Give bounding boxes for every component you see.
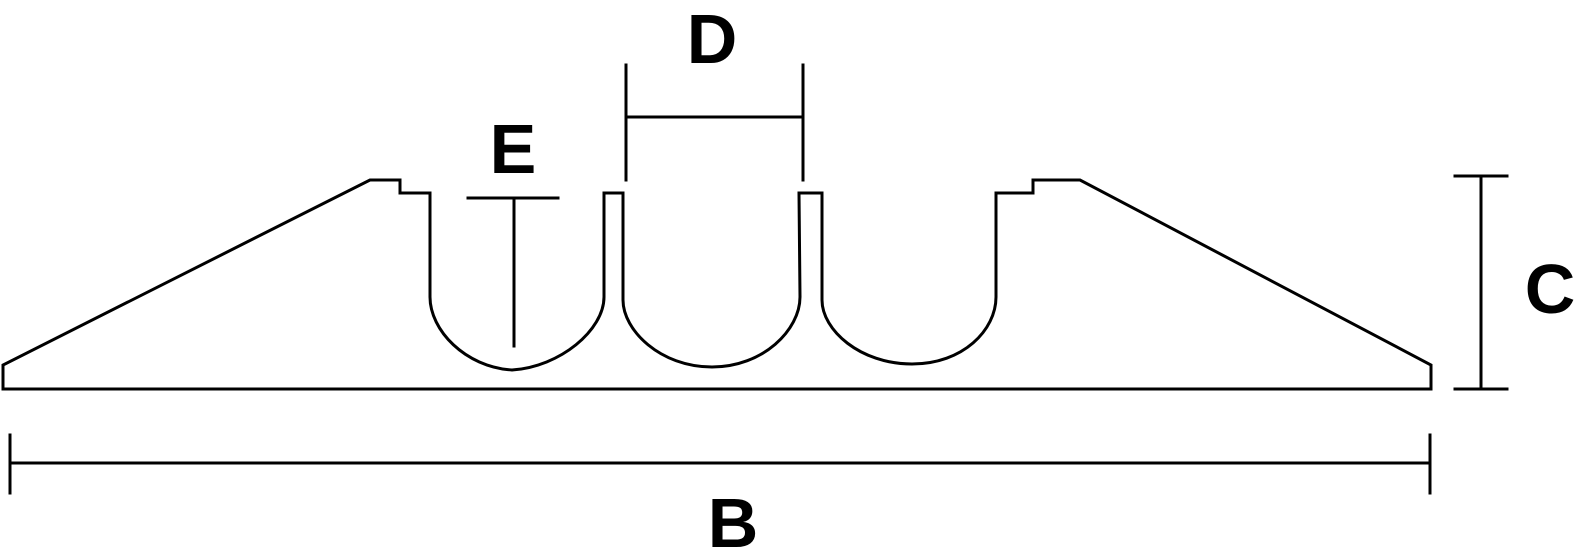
dimension-b-label: B bbox=[708, 484, 759, 557]
dimension-e-label: E bbox=[490, 110, 537, 188]
dimension-d-label: D bbox=[687, 0, 738, 78]
dimension-c-label: C bbox=[1525, 250, 1576, 328]
protector-profile-outline bbox=[1, 178, 1433, 391]
dimension-c: C bbox=[1453, 174, 1576, 391]
dimension-b: B bbox=[8, 433, 1432, 557]
dimension-e: E bbox=[466, 110, 560, 348]
dimension-d: D bbox=[624, 0, 805, 182]
